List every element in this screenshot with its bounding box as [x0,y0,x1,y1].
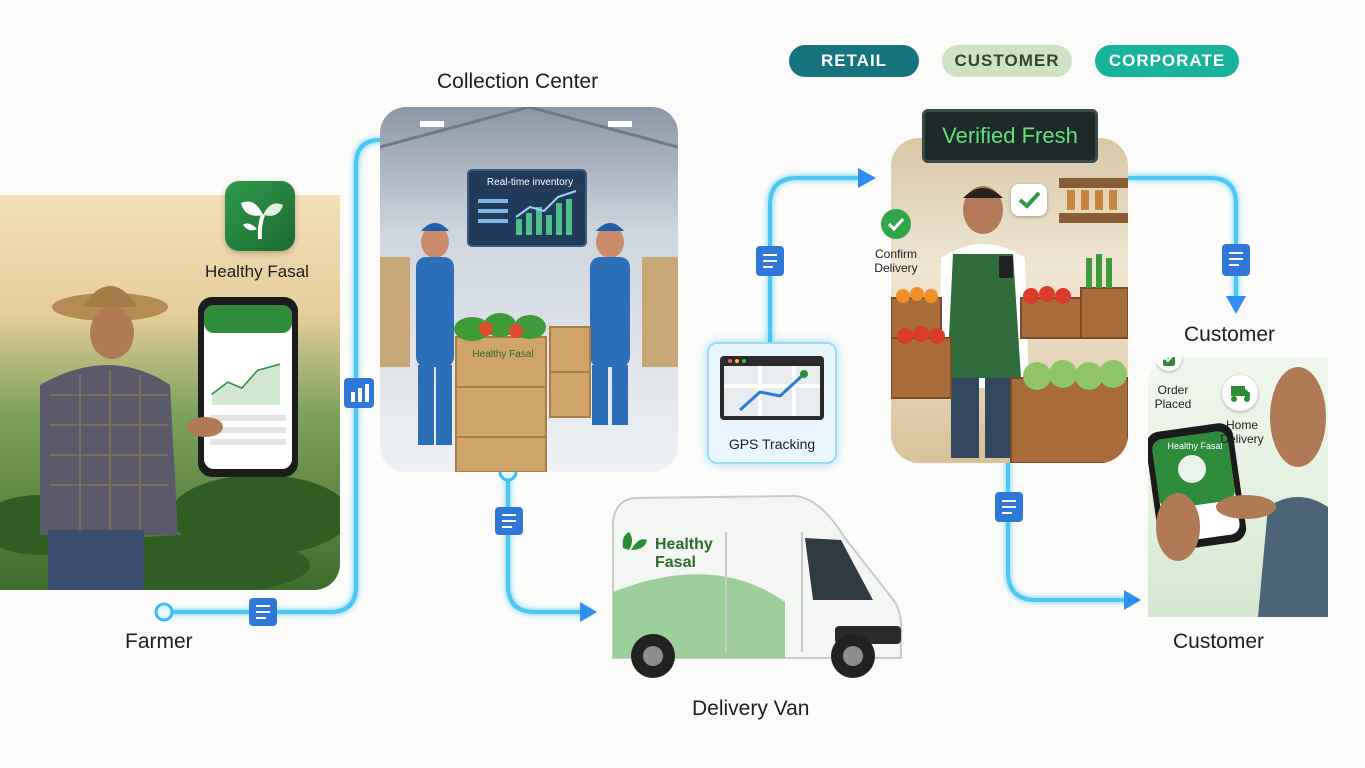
home-line1: Home [1225,418,1258,432]
store-panel [891,138,1128,463]
order-line2: Placed [1154,397,1192,411]
inventory-screen-title: Real-time inventory [486,177,574,188]
customer-panel: Healthy Fasal [1148,357,1328,617]
home-delivery-icon [1222,375,1258,411]
arrow-to-store [858,168,876,188]
arrow-to-customer-bottom [1124,590,1141,610]
doc-badge-icon [756,246,784,276]
chart-badge-icon [344,378,374,408]
farmer-label: Farmer [125,630,193,653]
segment-corporate: CORPORATE [1095,45,1239,77]
map-route-icon [720,356,824,420]
doc-badge-icon [1222,244,1250,276]
flow-gps-to-store [768,176,860,347]
confirm-line2: Delivery [874,261,918,275]
app-name: Healthy Fasal [205,262,309,281]
phone-brand: Healthy Fasal [1167,441,1223,451]
van-image [612,494,903,678]
home-line2: Delivery [1220,432,1264,446]
segment-customer-label: CUSTOMER [954,51,1060,70]
gps-tracking-label: GPS Tracking [728,436,816,452]
doc-badge-icon [249,598,277,626]
confirm-line1: Confirm [874,247,917,261]
app-icon[interactable] [225,181,295,251]
farmer-panel [0,195,340,590]
flow-store-to-customer [1126,176,1238,302]
flow-farmer-to-collection [162,138,382,614]
arrow-to-van [580,602,597,622]
confirm-delivery-text: Confirm Delivery [866,247,926,275]
van-brand-line2: Fasal [655,554,696,571]
doc-badge-icon [995,492,1023,522]
sprout-leaf-icon [241,201,283,240]
segment-retail-label: RETAIL [820,51,888,70]
delivery-van: Healthy Fasal [605,492,905,682]
verified-fresh-text: Verified Fresh [942,123,1078,148]
farmer-image [0,286,340,590]
delivery-van-label: Delivery Van [692,697,810,720]
crate-brand: Healthy Fasal [472,349,534,360]
home-delivery-text: Home Delivery [1210,418,1274,446]
vegetable-shop-image [891,178,1128,463]
warehouse-workers-image [380,107,678,472]
flow-store-to-customer-bottom [1006,458,1130,602]
customer-bottom-label: Customer [1173,630,1265,653]
doc-badge-icon [495,507,523,535]
order-line1: Order [1157,383,1189,397]
van-brand-line1: Healthy [655,536,713,553]
flow-collection-to-van [506,470,592,614]
arrow-to-customer [1226,296,1246,314]
collection-center-panel: Real-time inventory Healthy Fasal [380,107,678,472]
order-placed-text: Order Placed [1145,383,1201,411]
collection-center-label: Collection Center [437,70,599,93]
flow-start-node [154,602,174,622]
verified-fresh-sign: Verified Fresh [922,109,1098,163]
order-placed-icon [1156,357,1182,371]
customer-top-label: Customer [1184,323,1276,346]
segment-customer: CUSTOMER [942,45,1072,77]
check-bubble-icon [1011,184,1047,216]
gps-tracking-card: GPS Tracking [707,342,837,464]
confirm-check-icon [881,209,911,239]
segment-corporate-label: CORPORATE [1108,51,1226,70]
customer-phone-image [1148,367,1328,617]
segment-retail: RETAIL [789,45,919,77]
